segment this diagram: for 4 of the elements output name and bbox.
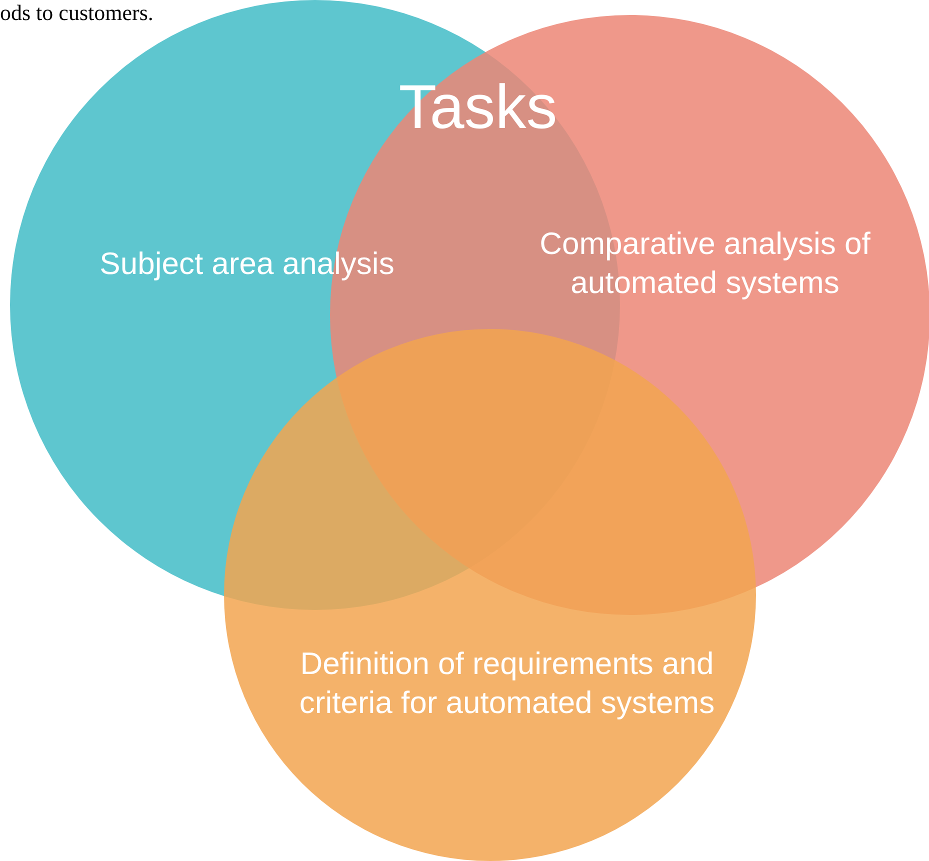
venn-circle xyxy=(224,329,756,861)
circle-label: Definition of requirements and criteria for automated systems xyxy=(298,645,716,722)
text-fragment: ods to customers. xyxy=(0,0,154,26)
circle-label: Comparative analysis of automated systems xyxy=(538,225,872,302)
